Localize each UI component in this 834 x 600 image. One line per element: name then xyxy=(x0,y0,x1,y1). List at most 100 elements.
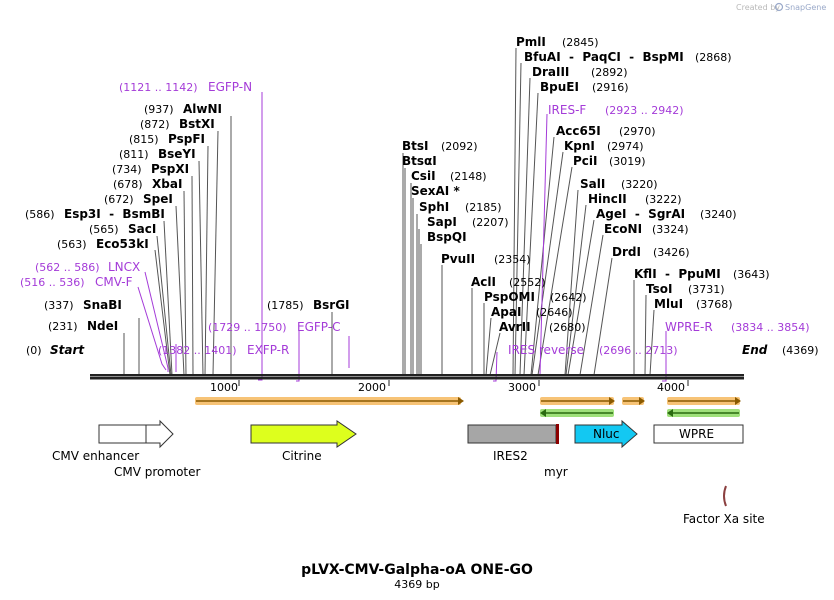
site-name-agei[interactable]: AgeI - SgrAI xyxy=(596,207,685,221)
site-pos-kfli: (3643) xyxy=(733,268,770,281)
site-pos-acc65i: (2970) xyxy=(619,125,656,138)
site-line-esp3i xyxy=(163,220,173,376)
site-pos-btsi: (2092) xyxy=(441,140,478,153)
site-name-alwni[interactable]: AlwNI xyxy=(183,102,222,116)
site-name-draiii[interactable]: DraIII xyxy=(532,65,569,79)
primer-range-egfp-n: (1121 .. 1142) xyxy=(119,81,198,94)
site-name-eco53ki[interactable]: Eco53kI xyxy=(96,237,149,251)
primer-name-ires-f[interactable]: IRES-F xyxy=(548,103,586,117)
site-name-sapi[interactable]: SapI xyxy=(427,215,457,229)
site-pos-bsrgi: (1785) xyxy=(267,299,304,312)
site-name-sphi[interactable]: SphI xyxy=(419,200,449,214)
site-name-spei[interactable]: SpeI xyxy=(143,192,173,206)
site-pos-pcii: (3019) xyxy=(609,155,646,168)
feature-myr[interactable] xyxy=(556,424,559,444)
site-line-saci xyxy=(156,235,172,376)
site-name-pspomi[interactable]: PspOMI xyxy=(484,290,535,304)
orf-forward-2 xyxy=(540,397,615,405)
site-pos-hincii: (3222) xyxy=(645,193,682,206)
feature-wpre[interactable] xyxy=(653,424,744,444)
primer-range-egfp-c: (1729 .. 1750) xyxy=(208,321,287,334)
primer-line-cmv-f xyxy=(137,286,167,371)
site-pos-csii: (2148) xyxy=(450,170,487,183)
end-position: (4369) xyxy=(782,344,819,357)
site-name-avrii[interactable]: AvrII xyxy=(499,320,531,334)
primer-name-egfp-c[interactable]: EGFP-C xyxy=(297,320,340,334)
site-line-sali xyxy=(564,189,579,376)
site-name-mlui[interactable]: MluI xyxy=(654,297,683,311)
site-pos-agei: (3240) xyxy=(700,208,737,221)
site-name-acc65i[interactable]: Acc65I xyxy=(556,124,601,138)
site-name-acli[interactable]: AclI xyxy=(471,275,496,289)
primer-name-exfp-r[interactable]: EXFP-R xyxy=(247,343,289,357)
site-name-apai[interactable]: ApaI xyxy=(491,305,521,319)
site-pos-drdi: (3426) xyxy=(653,246,690,259)
feature-cmv-enhancer[interactable] xyxy=(98,424,147,444)
credit-brand: SnapGene xyxy=(785,3,826,12)
feature-label-myr: myr xyxy=(544,465,568,479)
site-name-bfuai[interactable]: BfuAI - PaqCI - BspMI xyxy=(524,50,684,64)
feature-nluc[interactable] xyxy=(574,419,638,449)
site-name-btsi[interactable]: BtsI xyxy=(402,139,429,153)
primer-name-cmv-f[interactable]: CMV-F xyxy=(95,275,133,289)
feature-citrine[interactable] xyxy=(250,420,357,448)
site-pos-xbai: (678) xyxy=(113,178,143,191)
site-name-pspfi[interactable]: PspFI xyxy=(168,132,205,146)
feature-cmv-promoter[interactable] xyxy=(145,419,174,449)
primer-name-lncx[interactable]: LNCX xyxy=(108,260,140,274)
primers: (1121 .. 1142) EGFP-N (562 .. 586) LNCX … xyxy=(20,80,810,357)
site-name-sexai[interactable]: SexAI * xyxy=(411,184,460,198)
site-line-hincii xyxy=(565,204,587,376)
site-name-hincii[interactable]: HincII xyxy=(588,192,627,206)
site-name-pcii[interactable]: PciI xyxy=(573,154,598,168)
site-pos-mlui: (3768) xyxy=(696,298,733,311)
site-name-snabi[interactable]: SnaBI xyxy=(83,298,122,312)
site-pos-sphi: (2185) xyxy=(465,201,502,214)
site-name-bseyi[interactable]: BseYI xyxy=(158,147,196,161)
ruler-tick-3000: 3000 xyxy=(508,381,536,394)
site-name-btsai[interactable]: BtsαI xyxy=(402,154,437,168)
site-name-bstxi[interactable]: BstXI xyxy=(179,117,215,131)
primer-line-egfp-c xyxy=(296,331,300,382)
orf-forward-4 xyxy=(667,397,741,405)
primer-range-ires-f: (2923 .. 2942) xyxy=(605,104,684,117)
site-name-kfli[interactable]: KflI - PpuMI xyxy=(634,267,721,281)
site-name-drdi[interactable]: DrdI xyxy=(612,245,641,259)
site-name-ndei[interactable]: NdeI xyxy=(87,319,118,333)
map-length: 4369 bp xyxy=(394,578,439,591)
site-name-econi[interactable]: EcoNI xyxy=(604,222,642,236)
site-line-tsoi xyxy=(644,294,647,376)
orf-reverse-2 xyxy=(667,409,740,417)
site-name-esp3i[interactable]: Esp3I - BsmBI xyxy=(64,207,165,221)
start-label: Start xyxy=(50,343,85,357)
site-name-sali[interactable]: SalI xyxy=(580,177,605,191)
primer-name-wpre-r[interactable]: WPRE-R xyxy=(665,320,713,334)
site-pos-sapi: (2207) xyxy=(472,216,509,229)
primer-name-ires-reverse[interactable]: IRES reverse xyxy=(508,343,584,357)
primer-name-egfp-n[interactable]: EGFP-N xyxy=(208,80,252,94)
site-pos-bfuai: (2868) xyxy=(695,51,732,64)
site-name-xbai[interactable]: XbaI xyxy=(152,177,182,191)
site-name-saci[interactable]: SacI xyxy=(128,222,156,236)
feature-label-nluc: Nluc xyxy=(593,427,620,441)
site-name-pspxi[interactable]: PspXI xyxy=(151,162,189,176)
feature-ires2[interactable] xyxy=(467,424,557,444)
backbone-bottom-strand xyxy=(90,377,744,380)
credit-text: Created by xyxy=(736,3,780,12)
site-line-eco53ki xyxy=(154,249,171,376)
site-line-apai xyxy=(485,317,492,376)
site-line-acc65i xyxy=(530,136,555,376)
site-name-pmli[interactable]: PmlI xyxy=(516,35,546,49)
site-pos-bseyi: (811) xyxy=(119,148,149,161)
site-name-tsoi[interactable]: TsoI xyxy=(646,282,672,296)
site-name-kpni[interactable]: KpnI xyxy=(564,139,595,153)
site-pos-draiii: (2892) xyxy=(591,66,628,79)
site-name-bsrgi[interactable]: BsrGI xyxy=(313,298,350,312)
feature-factor-xa[interactable] xyxy=(723,485,727,507)
site-name-bspqi[interactable]: BspQI xyxy=(427,230,467,244)
site-name-csii[interactable]: CsiI xyxy=(411,169,436,183)
site-pos-kpni: (2974) xyxy=(607,140,644,153)
site-name-bpuei[interactable]: BpuEI xyxy=(540,80,579,94)
site-pos-esp3i: (586) xyxy=(25,208,55,221)
site-name-pvuii[interactable]: PvuII xyxy=(441,252,475,266)
